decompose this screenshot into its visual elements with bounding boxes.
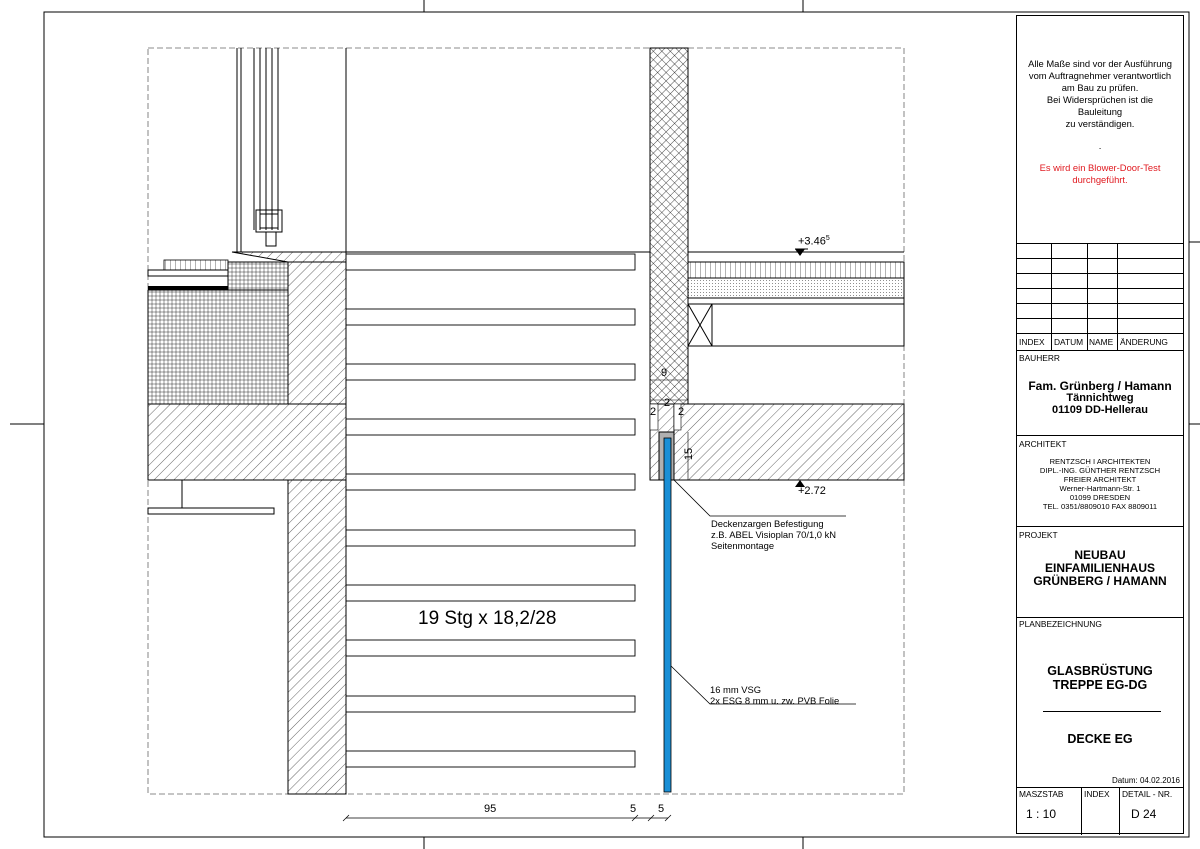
rev-header-name: NAME [1089,337,1114,347]
stair-treads [345,253,636,768]
planbez-line: TREPPE EG-DG [1052,678,1148,692]
projekt-line: EINFAMILIENHAUS [1044,561,1155,575]
dim-95: 95 [484,803,497,815]
title-block: Alle Maße sind vor der Ausführung vom Au… [1016,15,1184,835]
level-marker-lower [795,480,805,487]
note-line: Bauleitung [1077,106,1123,117]
dim-5a: 5 [630,803,637,815]
plan-date: Datum: 04.02.2016 [1111,776,1180,785]
architekt-line: FREIER ARCHITEKT [1063,475,1137,484]
leader-glass [670,665,856,705]
planbez-divider [1043,711,1161,712]
dim-5b: 5 [658,803,665,815]
left-wall [287,479,347,795]
dimension-bottom [342,814,672,822]
note-red-line: Es wird ein Blower-Door-Test [1039,162,1161,173]
left-insulation [147,251,347,405]
leader-fixing [673,479,846,517]
note-line: . [1098,140,1102,151]
architekt-line: RENTZSCH I ARCHITEKTEN [1049,457,1151,466]
rev-header-aenderung: ÄNDERUNG [1120,337,1168,347]
note-line: am Bau zu prüfen. [1061,82,1139,93]
architekt-line: DIPL.-ING. GÜNTHER RENTZSCH [1039,466,1161,475]
note-red-line: durchgeführt. [1072,174,1128,185]
note-line: vom Auftragnehmer verantwortlich [1028,70,1172,81]
projekt-line: NEUBAU [1074,548,1126,562]
planbez-label: PLANBEZEICHNUNG [1019,619,1102,629]
massstab-label: MASZSTAB [1019,789,1064,799]
bauherr-line: Fam. Grünberg / Hamann [1028,379,1172,393]
planbez-sub: DECKE EG [1067,732,1133,746]
massstab-value: 1 : 10 [1026,807,1057,821]
gap-right [673,403,682,431]
dim-15: 15 [683,447,696,461]
architekt-line: TEL. 0351/8809010 FAX 8809011 [1042,502,1158,511]
annotation-glass-line: 2x ESG 8 mm u. zw. PVB Folie [710,695,840,706]
revision-table: INDEX DATUM NAME ÄNDERUNG [1017,243,1183,350]
annotation-fixing: Deckenzargen Befestigung z.B. ABEL Visio… [711,518,836,551]
architekt-line: 01099 DRESDEN [1069,493,1131,502]
stair-label: 19 Stg x 18,2/28 [418,608,557,629]
dim-9: 9 [661,367,668,379]
projekt-label: PROJEKT [1019,530,1058,540]
dim-2-right: 2 [678,406,685,418]
rev-header-index: INDEX [1019,337,1045,347]
bauherr-line: 01109 DD-Hellerau [1052,404,1148,416]
annotation-glass: 16 mm VSG 2x ESG 8 mm u. zw. PVB Folie [710,684,839,706]
level-lower: +2.72 [798,485,826,497]
architekt-label: ARCHITEKT [1019,439,1067,449]
architekt-line: Werner-Hartmann-Str. 1 [1059,484,1141,493]
level-upper: +3.465 [798,235,830,248]
projekt-block: NEUBAU EINFAMILIENHAUS GRÜNBERG / HAMANN [1017,549,1183,588]
planbez-line: GLASBRÜSTUNG [1047,664,1153,678]
note-line: zu verständigen. [1065,118,1135,129]
left-lintel [147,507,275,515]
upper-floor-buildup [687,251,905,347]
annotation-glass-line: 16 mm VSG [710,684,762,695]
left-slab [147,403,347,481]
detail-label: DETAIL - NR. [1122,789,1173,799]
rev-header-datum: DATUM [1054,337,1084,347]
projekt-line: GRÜNBERG / HAMANN [1033,574,1167,588]
dim-2-left: 2 [650,406,657,418]
architekt-block: RENTZSCH I ARCHITEKTEN DIPL.-ING. GÜNTHE… [1017,457,1183,511]
note-line: Alle Maße sind vor der Ausführung [1028,58,1172,69]
annotation-fixing-line: z.B. ABEL Visioplan 70/1,0 kN [711,529,837,540]
general-notes: Alle Maße sind vor der Ausführung vom Au… [1017,16,1183,244]
detail-number: D 24 [1131,807,1157,821]
gap-left [649,403,659,431]
bauherr-block: Fam. Grünberg / Hamann Tännichtweg 01109… [1017,380,1183,416]
right-slab [673,403,905,481]
planbez-block: GLASBRÜSTUNG TREPPE EG-DG [1017,664,1183,692]
bauherr-label: BAUHERR [1019,353,1060,363]
glass-pane [663,437,672,793]
level-upper-value: +3.46 [798,235,826,248]
index-label: INDEX [1084,789,1110,799]
upper-wall [649,47,689,405]
level-upper-sup: 5 [825,235,830,242]
level-marker-upper [795,249,805,256]
dimension-upper [650,379,689,480]
note-line: Bei Widersprüchen ist die [1046,94,1154,105]
annotation-fixing-line: Deckenzargen Befestigung [711,518,824,529]
dim-2-mid: 2 [664,397,671,409]
bauherr-line: Tännichtweg [1066,392,1134,404]
upper-left-frame [232,48,346,253]
annotation-fixing-line: Seitenmontage [711,540,775,551]
